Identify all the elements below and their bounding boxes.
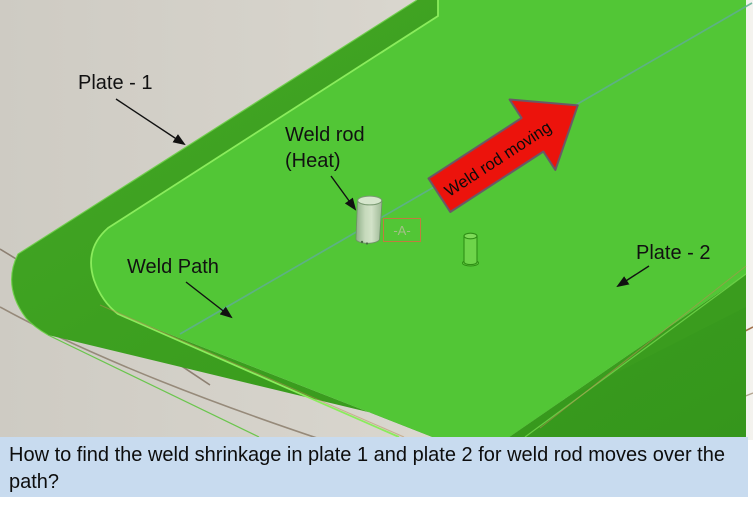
weld-rod-cylinder <box>355 195 383 245</box>
plate-side-faces <box>11 0 747 440</box>
weld-path-label: Weld Path <box>127 256 219 278</box>
plate-edge-highlights <box>11 0 747 438</box>
caption-box: How to find the weld shrinkage in plate … <box>0 437 748 497</box>
datum-marker: -A- <box>383 218 421 242</box>
weld-rod-label: Weld rod (Heat) <box>285 122 365 174</box>
weld-rod-label-line1: Weld rod <box>285 124 365 146</box>
plate-top-surface <box>91 0 746 440</box>
plate2-label: Plate - 2 <box>636 242 711 264</box>
cad-viewport: Weld rod moving <box>0 0 753 440</box>
pin-hole-cylinder <box>462 232 479 267</box>
weld-rod-label-line2: (Heat) <box>285 150 341 172</box>
annotation-arrows <box>115 98 650 319</box>
plate1-label: Plate - 1 <box>78 72 153 94</box>
